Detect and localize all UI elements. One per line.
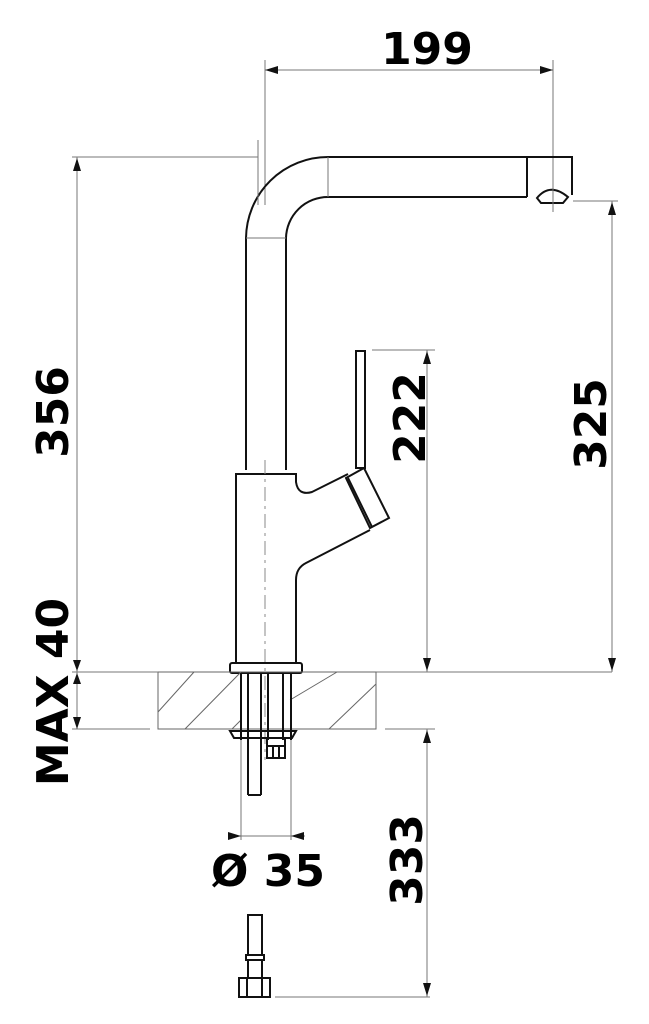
dimension-222-label: 222 <box>385 372 436 464</box>
dimension-333-label: 333 <box>382 814 433 906</box>
dimension-222: 222 <box>372 349 436 672</box>
aerator-outlet <box>526 156 573 204</box>
base-flange <box>229 662 303 674</box>
countertop-section <box>150 671 377 730</box>
mounting-stud <box>228 673 298 796</box>
dimension-356: 356 <box>28 156 258 670</box>
faucet-body <box>235 460 371 760</box>
dimension-max-40-label: MAX 40 <box>28 598 79 786</box>
dimension-199: 199 <box>264 24 554 212</box>
dimension-325-label: 325 <box>566 378 617 470</box>
mounting-nut <box>266 737 286 759</box>
dimension-356-label: 356 <box>28 366 79 458</box>
dimension-333: 333 <box>275 729 433 998</box>
dimension-325: 325 <box>566 200 618 672</box>
dimension-diameter-35: Ø 35 <box>211 740 325 897</box>
mixer-lever <box>344 350 391 530</box>
faucet-spout <box>245 140 573 470</box>
dimension-max-40: MAX 40 <box>28 590 150 786</box>
supply-hose-connector <box>238 914 271 998</box>
dimension-diameter-35-label: Ø 35 <box>211 846 325 897</box>
dimension-199-label: 199 <box>381 24 473 75</box>
